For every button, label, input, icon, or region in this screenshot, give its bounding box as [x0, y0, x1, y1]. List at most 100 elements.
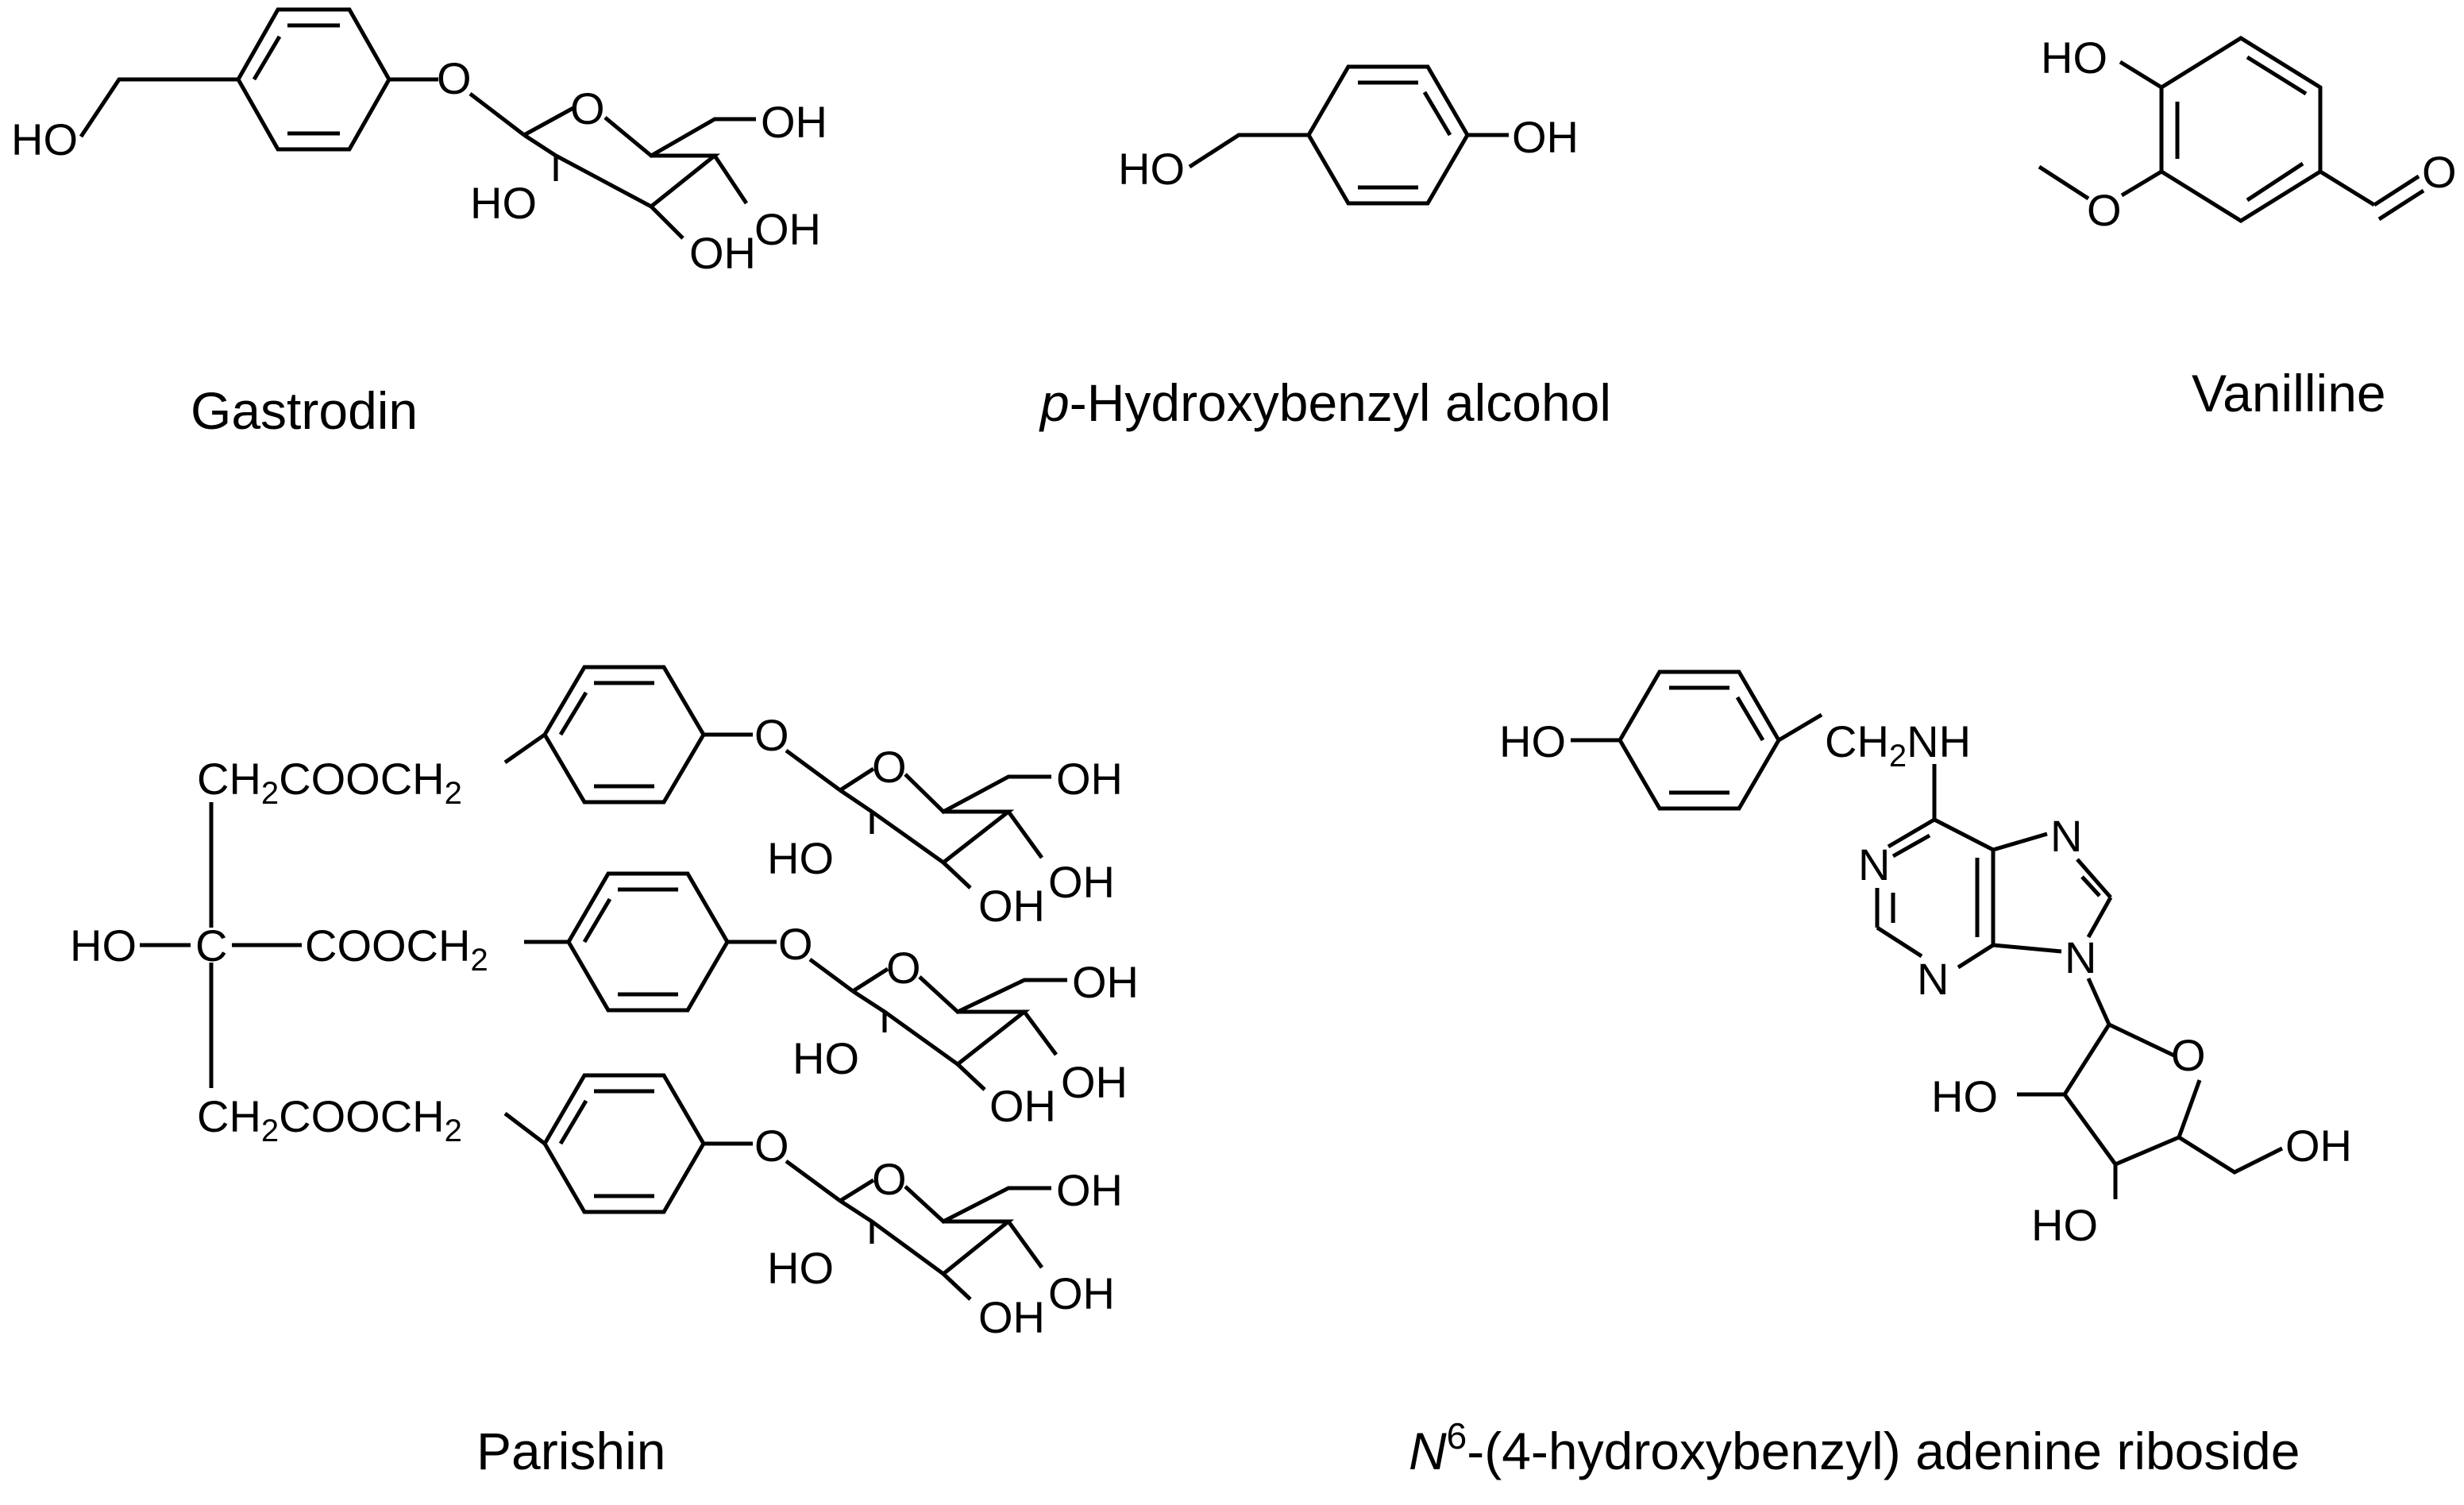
gastrodin-structure: HO O O OH HO OH OH Gastrodin — [11, 7, 827, 440]
parishin-structure: CH2COOCH2 HO C COOCH2 CH2COOCH2 O O OH H… — [70, 665, 1139, 1480]
vanilline-methyl-bond — [2038, 164, 2090, 201]
n6-hba-riboside-name: N6-(4-hydroxybenzyl) adenine riboside — [1409, 1415, 2300, 1480]
parishin-top-ch2-bond — [503, 732, 546, 765]
gastrodin-oh3: OH — [689, 228, 756, 278]
purine-n9-c4 — [1992, 943, 2062, 954]
vanilline-c-ome-bond — [2120, 169, 2163, 198]
purine-n9: N — [2065, 932, 2096, 982]
parishin-top-sugar-lower — [839, 788, 1015, 866]
parishin-top-c1-ro — [839, 766, 875, 793]
parishin-central-c: C — [195, 920, 227, 971]
purine-c5-c6 — [1933, 817, 1995, 852]
vanilline-ome-o: O — [2087, 185, 2122, 235]
gastrodin-ether-o: O — [437, 53, 472, 103]
parishin-bot-sugar-lower — [839, 1198, 1015, 1277]
parishin-mid-oh2: HO — [792, 1033, 859, 1083]
parishin-ho-label: HO — [70, 920, 137, 971]
parishin-top-benzene — [542, 665, 706, 805]
parishin-bot-db3 — [558, 1099, 588, 1145]
vanilline-co-double-b — [2377, 188, 2425, 222]
parishin-top-ring-o: O — [872, 742, 907, 792]
gastrodin-ring-double-3 — [252, 35, 282, 81]
gastrodin-benzene-ring — [236, 7, 391, 152]
purine-n3: N — [1917, 954, 1949, 1004]
p-hydroxybenzyl-alcohol-structure: HO OH p-Hydroxybenzyl alcohol — [1039, 64, 1611, 432]
parishin-top-db3 — [558, 691, 588, 736]
purine-n7-c8 — [2076, 858, 2112, 899]
vanilline-ring-double-1 — [2246, 55, 2308, 96]
parishin-bot-c3-oh — [942, 1272, 972, 1301]
vanilline-cho-bond — [2319, 169, 2376, 207]
purine-n3-c4 — [1957, 943, 1995, 970]
parishin-mid-sugar-lower — [851, 989, 1031, 1067]
parishin-bot-o-c1 — [785, 1159, 842, 1203]
phba-ch2-bond — [1188, 133, 1309, 169]
parishin-top-oh4: OH — [1048, 857, 1115, 907]
gastrodin-ho-label: HO — [11, 114, 78, 164]
gastrodin-c3-oh — [650, 205, 684, 240]
vanilline-oh-bond — [2119, 60, 2163, 90]
parishin-bot-c4-oh — [1006, 1220, 1044, 1269]
parishin-name: Parishin — [476, 1422, 665, 1480]
parishin-bot-oh4: OH — [1048, 1268, 1115, 1318]
gastrodin-ring-o: O — [570, 83, 605, 133]
ribose-oh3: HO — [2031, 1200, 2098, 1250]
parishin-bot-oh2: HO — [767, 1243, 834, 1293]
gastrodin-sugar-lower — [522, 133, 721, 209]
ribose-ring-o: O — [2171, 1030, 2206, 1080]
vanilline-ring-double-2 — [2246, 161, 2304, 203]
gastrodin-oh4: OH — [754, 204, 821, 254]
phba-name: p-Hydroxybenzyl alcohol — [1039, 373, 1611, 432]
parishin-top-oh3: OH — [978, 881, 1045, 931]
ribose-c1-o — [2107, 1022, 2177, 1059]
parishin-cooch2-mid: COOCH2 — [305, 920, 488, 978]
riboside-ch2nh-label: CH2NH — [1825, 716, 1971, 774]
parishin-top-c3-oh — [942, 861, 972, 889]
ribose-c5-bond — [2177, 1135, 2284, 1175]
vanilline-aldehyde-o: O — [2422, 147, 2457, 197]
gastrodin-sugar-c1-o — [522, 106, 575, 137]
purine-c6-n1 — [1887, 817, 1936, 849]
riboside-benzene-ring — [1618, 670, 1781, 811]
purine-c8-n9 — [2086, 896, 2113, 939]
parishin-bot-c1-ro — [839, 1178, 875, 1203]
gastrodin-oh2: HO — [470, 178, 537, 228]
parishin-ch2-bottom: CH2COOCH2 — [197, 1091, 462, 1148]
parishin-mid-c1-ro — [851, 967, 889, 994]
vanilline-co-double-a — [2373, 174, 2420, 207]
riboside-ch2-bond — [1777, 712, 1823, 743]
phba-benzene-ring — [1306, 64, 1470, 206]
vanilline-ho-label: HO — [2041, 33, 2107, 83]
parishin-bot-ring-o: O — [872, 1154, 907, 1204]
ribose-oh5: OH — [2285, 1121, 2352, 1171]
parishin-mid-oh3: OH — [989, 1081, 1056, 1131]
parishin-top-ether-o: O — [754, 710, 789, 760]
purine-n7: N — [2050, 811, 2082, 861]
parishin-top-c5-c6 — [904, 773, 1051, 815]
gastrodin-o-c1-bond — [469, 92, 526, 137]
parishin-bot-ether-o: O — [754, 1121, 789, 1171]
n6-hba-riboside-structure: HO CH2NH N N N N O HO — [1409, 670, 2352, 1480]
vanilline-structure: HO O O Vanilline — [2038, 33, 2457, 423]
phba-ring-double-3 — [1422, 91, 1452, 137]
parishin-bot-ch2-bond — [503, 1112, 546, 1145]
parishin-mid-oh4: OH — [1061, 1057, 1128, 1107]
vanilline-name: Vanilline — [2192, 364, 2386, 423]
gastrodin-sugar-c5-c6 — [603, 116, 756, 159]
gastrodin-oh6: OH — [761, 97, 827, 147]
parishin-mid-c4-oh — [1022, 1010, 1058, 1056]
parishin-top-oh2: HO — [767, 833, 834, 883]
parishin-mid-ring-o: O — [886, 943, 921, 993]
purine-c6-n1-double — [1891, 833, 1931, 859]
purine-n1: N — [1858, 839, 1890, 889]
parishin-mid-c5-c6 — [918, 975, 1067, 1014]
parishin-bot-oh3: OH — [978, 1292, 1045, 1342]
parishin-bot-benzene — [542, 1073, 706, 1214]
parishin-mid-ether-o: O — [778, 919, 813, 969]
parishin-ch2-top: CH2COOCH2 — [197, 754, 462, 811]
parishin-mid-oh6: OH — [1072, 957, 1139, 1007]
parishin-top-o-c1 — [785, 748, 842, 793]
gastrodin-name: Gastrodin — [191, 381, 418, 440]
